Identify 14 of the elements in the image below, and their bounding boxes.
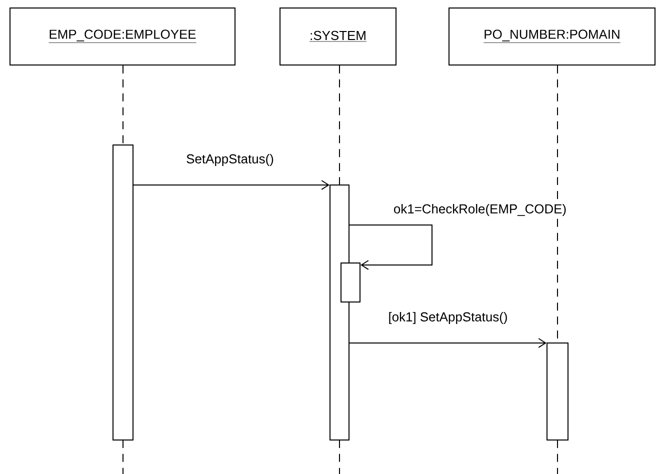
message-label: SetAppStatus() [185,152,275,168]
message-label: [ok1] SetAppStatus() [387,310,509,326]
lifeline [339,64,340,185]
object-box: PO_NUMBER:POMAIN [448,8,656,66]
message-arrow [133,180,330,190]
activation-bar [340,262,360,302]
self-message-arrow [349,224,432,270]
lifeline [122,64,124,145]
message-arrow [349,338,546,348]
activation-bar [546,342,568,440]
object-box: :SYSTEM [280,8,396,66]
object-box: EMP_CODE:EMPLOYEE [10,8,236,66]
activation-bar [112,144,134,440]
message-label: ok1=CheckRole(EMP_CODE) [392,202,568,218]
